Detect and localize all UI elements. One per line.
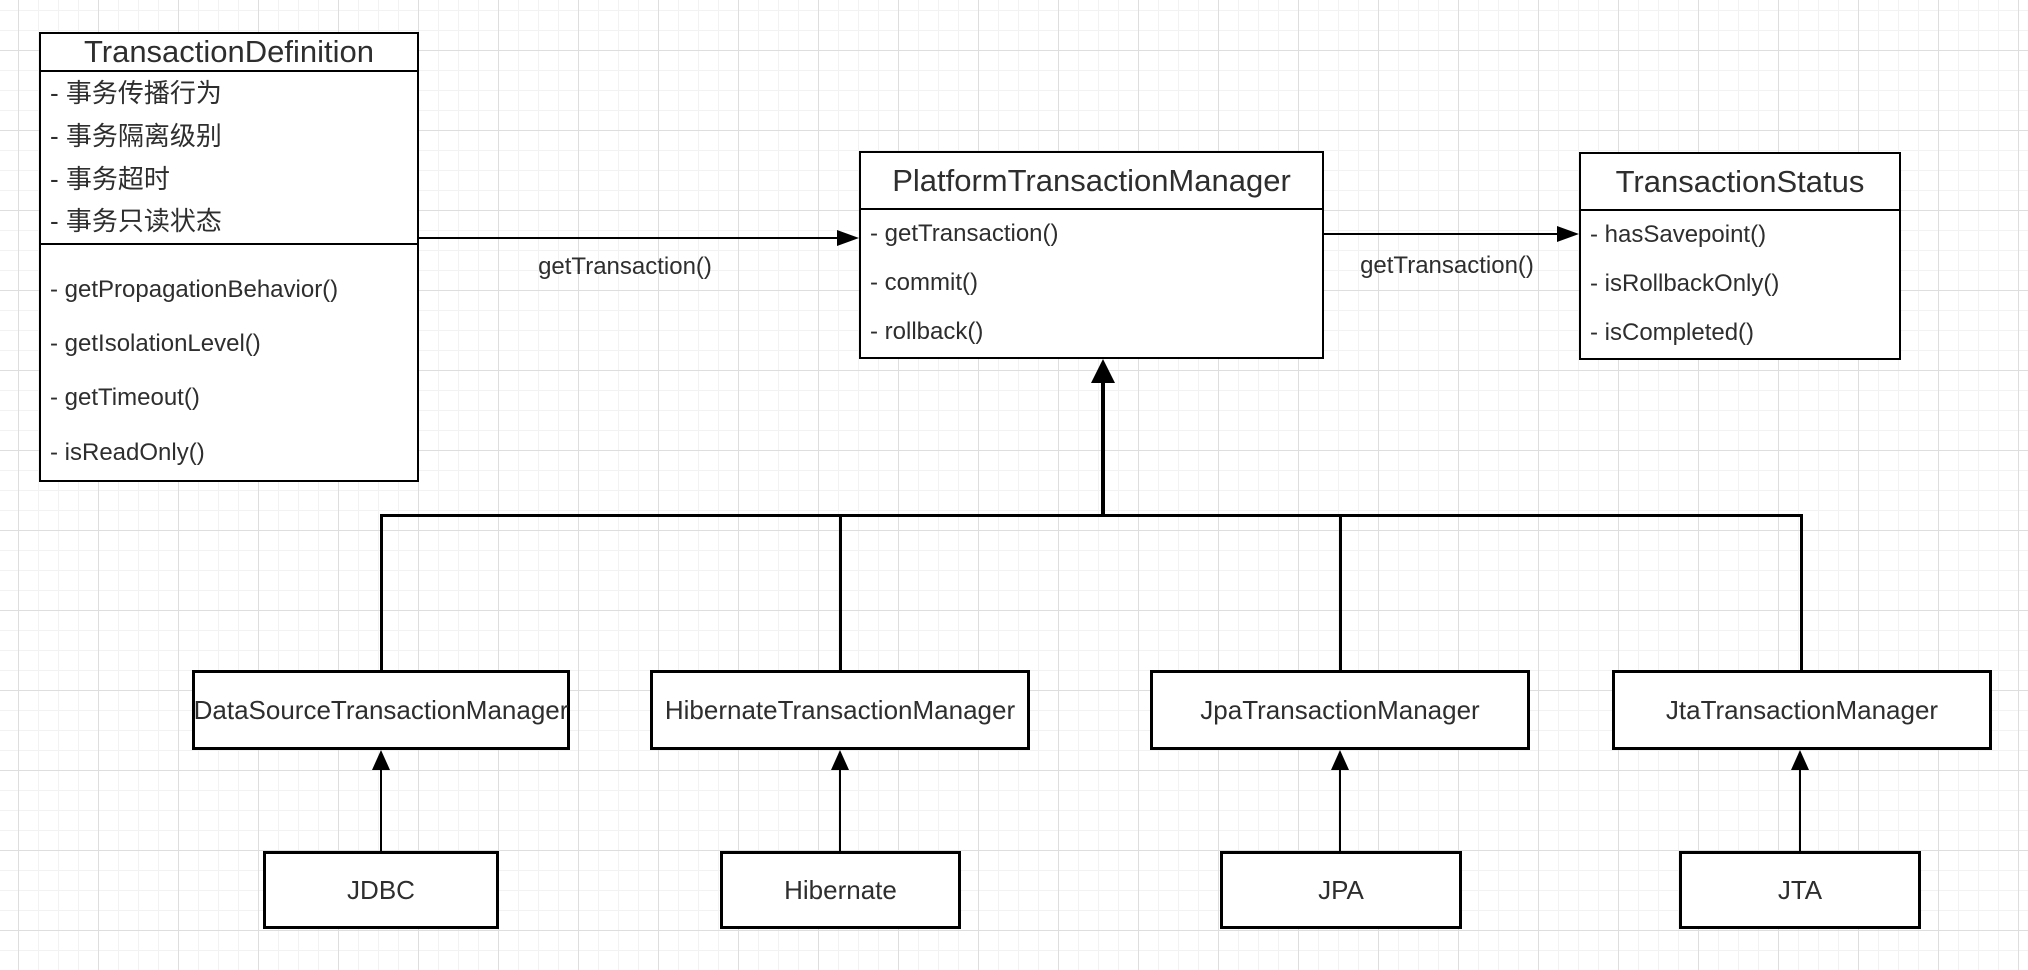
attribute-item: - 事务只读状态: [50, 206, 222, 237]
method-item: - hasSavepoint(): [1590, 221, 1767, 249]
attribute-item: - 事务隔离级别: [50, 120, 222, 151]
box-hibernate-transaction-manager[interactable]: HibernateTransactionManager: [650, 670, 1030, 750]
method-item: - getTimeout(): [50, 384, 200, 412]
box-label: Hibernate: [784, 874, 897, 905]
box-label: JPA: [1318, 874, 1364, 905]
arrowhead-up-icon: [372, 750, 390, 770]
branch-line-datasource: [380, 514, 383, 670]
class-transaction-definition[interactable]: TransactionDefinition - 事务传播行为 - 事务隔离级别 …: [39, 32, 419, 482]
edge-label: getTransaction(): [538, 253, 712, 280]
box-label: JtaTransactionManager: [1665, 694, 1939, 725]
box-jdbc[interactable]: JDBC: [263, 851, 499, 929]
class-title-transaction-status: TransactionStatus: [1581, 154, 1899, 211]
method-item: - getTransaction(): [870, 220, 1059, 248]
methods-section: - getTransaction() - commit() - rollback…: [861, 210, 1322, 357]
box-jpa-transaction-manager[interactable]: JpaTransactionManager: [1150, 670, 1530, 750]
class-title-platform-transaction-manager: PlatformTransactionManager: [861, 153, 1322, 210]
attribute-item: - 事务超时: [50, 163, 170, 194]
edge-line: [419, 237, 843, 239]
attribute-item: - 事务传播行为: [50, 78, 222, 109]
box-label: JDBC: [347, 874, 415, 905]
method-item: - getIsolationLevel(): [50, 330, 261, 358]
branch-line-hibernate: [839, 514, 842, 670]
method-item: - isReadOnly(): [50, 438, 205, 466]
edge-line: [1324, 233, 1560, 235]
branch-line-jpa: [1339, 514, 1342, 670]
edge-line: [1339, 768, 1341, 851]
box-label: HibernateTransactionManager: [664, 694, 1016, 725]
box-datasource-transaction-manager[interactable]: DataSourceTransactionManager: [192, 670, 570, 750]
arrowhead-up-icon: [1791, 750, 1809, 770]
arrowhead-up-icon: [831, 750, 849, 770]
box-jta-transaction-manager[interactable]: JtaTransactionManager: [1612, 670, 1992, 750]
edge-line: [380, 768, 382, 851]
methods-section: - hasSavepoint() - isRollbackOnly() - is…: [1581, 211, 1899, 358]
box-hibernate[interactable]: Hibernate: [720, 851, 961, 929]
method-item: - isRollbackOnly(): [1590, 270, 1780, 298]
box-jpa[interactable]: JPA: [1220, 851, 1462, 929]
methods-section: - getPropagationBehavior() - getIsolatio…: [41, 245, 417, 480]
arrowhead-right-icon: [1557, 226, 1579, 242]
hierarchy-bus-line: [380, 514, 1803, 517]
edge-label: getTransaction(): [1360, 252, 1534, 279]
box-label: JTA: [1777, 874, 1823, 905]
arrowhead-up-icon: [1331, 750, 1349, 770]
class-transaction-status[interactable]: TransactionStatus - hasSavepoint() - isR…: [1579, 152, 1901, 360]
edge-line: [839, 768, 841, 851]
branch-line-jta: [1800, 514, 1803, 670]
edge-line: [1101, 381, 1105, 516]
box-jta[interactable]: JTA: [1679, 851, 1921, 929]
arrowhead-up-icon: [1091, 359, 1115, 383]
method-item: - getPropagationBehavior(): [50, 275, 339, 303]
method-item: - rollback(): [870, 318, 984, 346]
attributes-section: - 事务传播行为 - 事务隔离级别 - 事务超时 - 事务只读状态: [41, 72, 417, 245]
class-platform-transaction-manager[interactable]: PlatformTransactionManager - getTransact…: [859, 151, 1324, 359]
box-label: JpaTransactionManager: [1200, 694, 1480, 725]
arrowhead-right-icon: [837, 230, 859, 246]
method-item: - commit(): [870, 269, 978, 297]
edge-line: [1799, 768, 1801, 851]
method-item: - isCompleted(): [1590, 319, 1755, 347]
class-title-transaction-definition: TransactionDefinition: [41, 34, 417, 72]
box-label: DataSourceTransactionManager: [193, 694, 569, 725]
